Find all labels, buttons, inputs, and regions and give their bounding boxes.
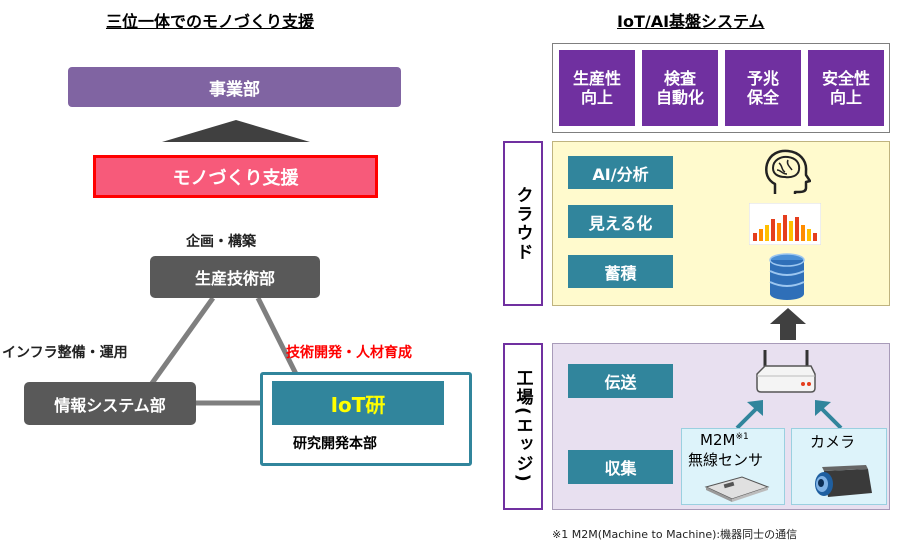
planning-label: 企画・構築 — [186, 234, 256, 250]
edge-label: 工場(エッジ) — [512, 369, 533, 484]
iot-lab-group: IoT研 研究開発本部 — [260, 372, 472, 466]
business-division-label: 事業部 — [209, 79, 260, 100]
right-title: IoT/AI基盤システム — [617, 12, 765, 31]
m2m-sensor-box: M2M※1 無線センサ — [681, 428, 785, 505]
router-icon — [756, 350, 816, 393]
camera-box: カメラ — [791, 428, 887, 505]
m2m-note-mark: ※1 — [735, 432, 749, 442]
research-division-label: 研究開発本部 — [293, 436, 377, 452]
edge-item-transmit: 伝送 — [568, 364, 673, 398]
capability-predictive: 予兆保全 — [725, 50, 801, 126]
capability-inspection: 検査自動化 — [642, 50, 718, 126]
m2m-title: M2M※1 — [700, 431, 749, 449]
production-engineering-box: 生産技術部 — [150, 256, 320, 298]
capability-productivity: 生産性向上 — [559, 50, 635, 126]
camera-icon — [815, 465, 872, 497]
manufacturing-support-box: モノづくり支援 — [93, 155, 378, 198]
information-systems-box: 情報システム部 — [24, 382, 196, 425]
cloud-area: AI/分析 見える化 蓄積 — [552, 141, 890, 306]
cloud-item-storage: 蓄積 — [568, 255, 673, 288]
manufacturing-support-label: モノづくり支援 — [172, 167, 299, 189]
left-title: 三位一体でのモノづくり支援 — [106, 12, 315, 31]
iot-lab-label: IoT研 — [330, 392, 386, 417]
business-division-box: 事業部 — [68, 67, 401, 107]
tech-dev-label: 技術開発・人材育成 — [286, 345, 412, 361]
up-arrow-icon — [770, 308, 806, 340]
infrastructure-label: インフラ整備・運用 — [2, 345, 128, 361]
cloud-item-ai: AI/分析 — [568, 156, 673, 189]
bar-chart-icon — [749, 203, 821, 245]
edge-side-label: 工場(エッジ) — [503, 343, 543, 510]
information-systems-label: 情報システム部 — [54, 395, 166, 415]
up-triangle-icon — [162, 120, 310, 142]
cloud-item-visualize: 見える化 — [568, 205, 673, 238]
left-arrow-to-router-icon — [735, 400, 763, 430]
database-icon — [769, 253, 805, 300]
camera-label: カメラ — [810, 433, 856, 451]
edge-item-collect: 収集 — [568, 450, 673, 484]
brain-head-icon — [765, 149, 811, 194]
cloud-label: クラウド — [512, 185, 533, 262]
right-arrow-to-router-icon — [815, 400, 843, 430]
edge-area: 伝送 収集 M2M※1 無線センサ カメラ — [552, 343, 890, 510]
cloud-side-label: クラウド — [503, 141, 543, 306]
wireless-sensor-label: 無線センサ — [688, 451, 764, 469]
capabilities-row: 生産性向上 検査自動化 予兆保全 安全性向上 — [552, 43, 890, 133]
production-engineering-label: 生産技術部 — [194, 269, 275, 288]
sensor-board-icon — [704, 476, 770, 502]
capability-safety: 安全性向上 — [808, 50, 884, 126]
footnote: ※1 M2M(Machine to Machine):機器同士の通信 — [552, 528, 798, 541]
iot-lab-box: IoT研 — [272, 381, 444, 425]
